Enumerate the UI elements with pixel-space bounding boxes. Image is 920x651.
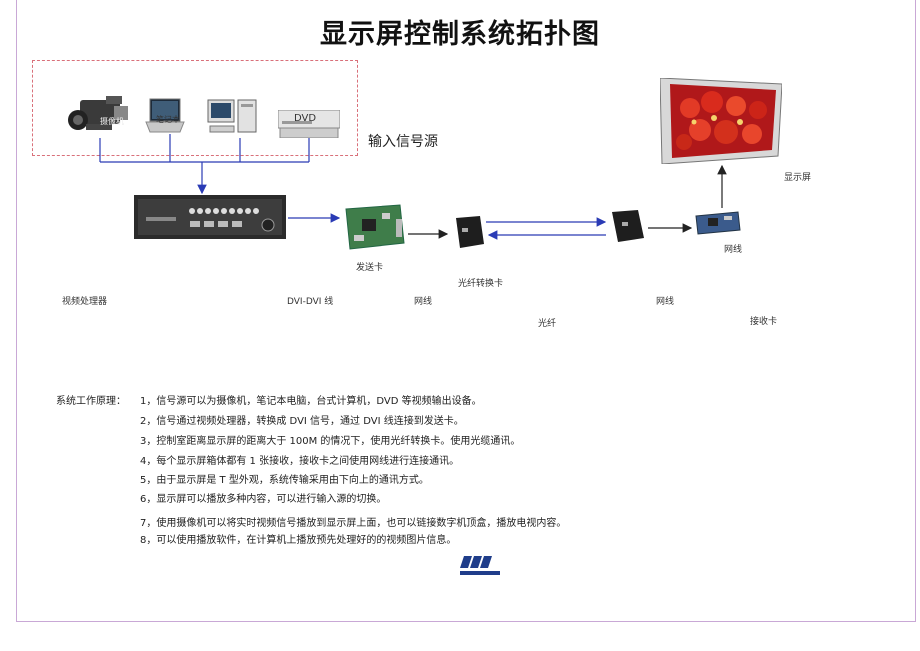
dvd-player-icon: [278, 110, 340, 138]
laptop-icon: [145, 98, 185, 133]
page-title: 显示屏控制系统拓扑图: [320, 19, 600, 50]
principle-item: 7，使用摄像机可以将实时视频信号播放到显示屏上面，也可以链接数字机顶盒，播放电视…: [140, 518, 567, 529]
video-processor-icon: [134, 195, 286, 239]
camera-icon: [68, 96, 128, 130]
receiver-card-label: 接收卡: [750, 317, 778, 327]
receiver-net-label: 网线: [724, 245, 743, 255]
camera-label: 摄像机: [100, 117, 124, 126]
principle-item: 2，信号通过视频处理器，转换成 DVI 信号，通过 DVI 线连接到发送卡。: [140, 416, 464, 427]
sender-card-label: 发送卡: [356, 263, 384, 273]
display-screen-icon: [660, 78, 782, 164]
principle-item: 8，可以使用播放软件，在计算机上播放预先处理好的的视频图片信息。: [140, 535, 457, 546]
principle-item: 3，控制室距离显示屏的距离大于 100M 的情况下，使用光纤转换卡。使用光缆通讯…: [140, 436, 521, 447]
fiber-cable-label: 光纤: [538, 319, 557, 329]
receiver-card-icon: [695, 211, 741, 235]
video-processor-label: 视频处理器: [62, 297, 108, 307]
page-frame: [16, 0, 916, 622]
desktop-computer-icon: [207, 99, 257, 133]
input-source-group: [32, 60, 358, 156]
input-source-label: 输入信号源: [368, 134, 438, 150]
principle-heading: 系统工作原理：: [56, 396, 126, 407]
fiber-converter-left-icon: [456, 216, 484, 248]
principle-item: 5，由于显示屏是 T 型外观，系统传输采用由下向上的通讯方式。: [140, 475, 429, 486]
fiber-converter-label: 光纤转换卡: [458, 279, 504, 289]
network-cable-label-2: 网线: [656, 297, 675, 307]
company-logo: [458, 552, 502, 578]
principle-item: 4，每个显示屏箱体都有 1 张接收，接收卡之间使用网线进行连接通讯。: [140, 456, 460, 467]
dvd-label: DVD: [294, 113, 317, 124]
sender-card-icon: [345, 204, 405, 250]
network-cable-label-1: 网线: [414, 297, 433, 307]
display-label: 显示屏: [784, 173, 812, 183]
principle-item: 1，信号源可以为摄像机，笔记本电脑，台式计算机，DVD 等视频输出设备。: [140, 396, 482, 407]
dvi-cable-label: DVI-DVI 线: [287, 297, 334, 307]
laptop-label: 笔记本: [156, 115, 180, 124]
fiber-converter-right-icon: [612, 210, 644, 242]
principle-item: 6，显示屏可以播放多种内容，可以进行输入源的切换。: [140, 494, 387, 505]
